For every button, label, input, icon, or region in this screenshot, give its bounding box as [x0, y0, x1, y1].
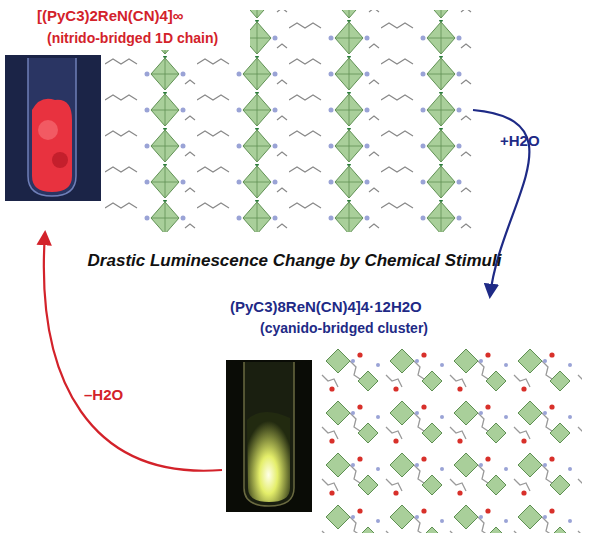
test-tube	[244, 362, 294, 506]
structure-description: (cyanido-bridged cluster)	[260, 320, 428, 336]
state-group: [(PyC3)2ReN(CN)4]∞ (nitrido-bridged 1D ch…	[5, 5, 473, 233]
chain-structure	[105, 50, 472, 232]
test-tube	[28, 58, 76, 196]
photo-yellow-powder	[226, 360, 312, 512]
red-powder	[32, 99, 72, 192]
yellow-powder	[247, 412, 290, 502]
formula-heading: [(PyC3)2ReN(CN)4]∞	[37, 7, 184, 24]
cluster-structure	[320, 345, 582, 533]
central-caption: Drastic Luminescence Change by Chemical …	[0, 251, 589, 271]
formula-heading: (PyC3)8ReN(CN)4]4·12H2O	[230, 298, 422, 315]
structure-description: (nitrido-bridged 1D chain)	[47, 30, 218, 46]
arrow-label: +H2O	[500, 132, 540, 149]
state-group: (PyC3)8ReN(CN)4]4·12H2O (cyanido-bridged …	[222, 296, 584, 534]
arrow-label: –H2O	[84, 386, 123, 403]
photo-red-powder	[5, 55, 101, 201]
chain-structure	[250, 10, 472, 50]
